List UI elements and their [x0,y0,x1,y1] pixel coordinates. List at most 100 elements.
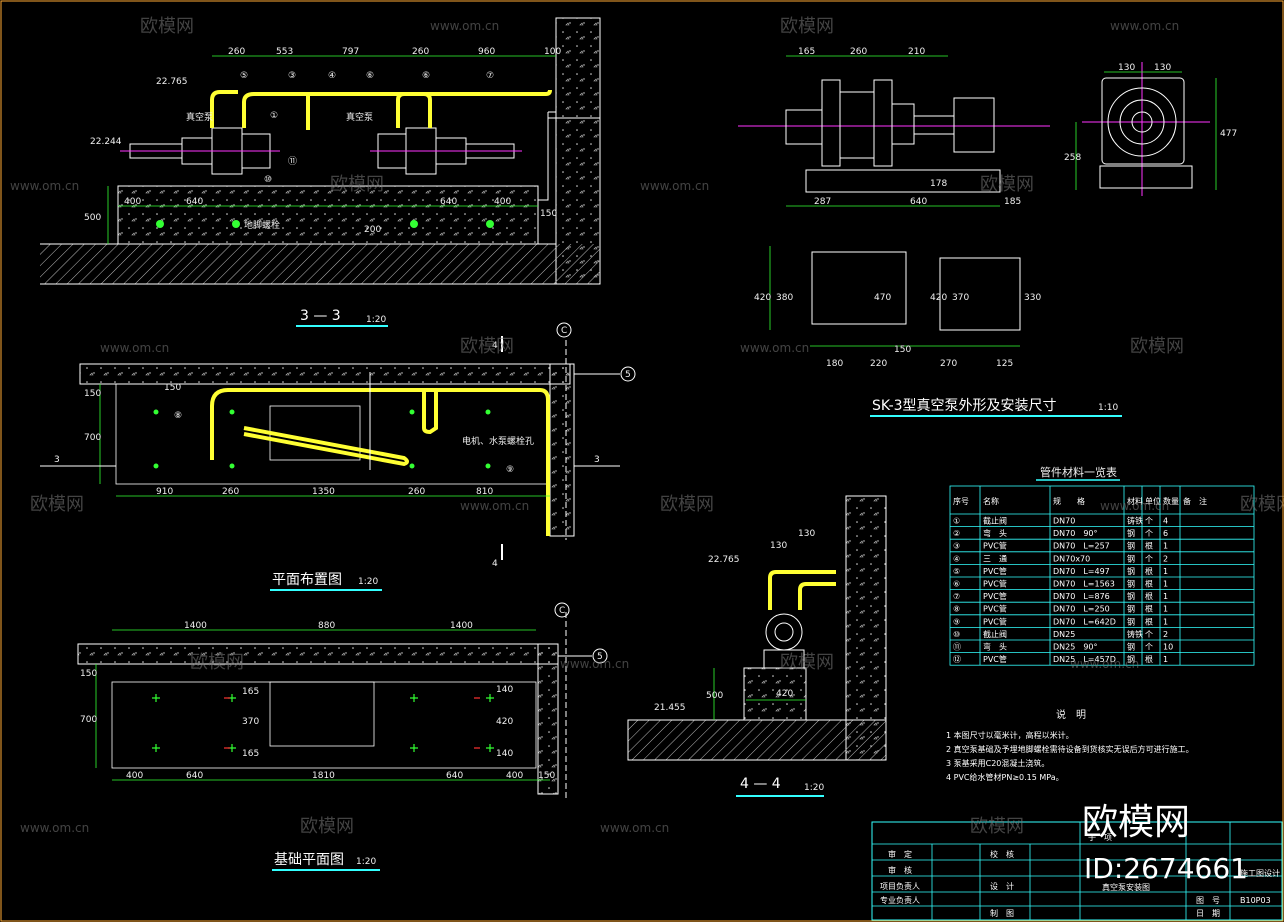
plan-dim-left-150: 150 [84,389,101,399]
materials-cell: DN25 90° [1053,643,1098,652]
materials-cell: 根 [1145,566,1153,576]
materials-cell: DN70 [1053,517,1075,526]
materials-cell: 根 [1145,604,1153,614]
tb-right-top-1: 施工图设计 [1240,868,1280,878]
materials-cell: DN70x70 [1053,554,1090,563]
plan-note: 电机、水泵螺栓孔 [462,435,534,447]
materials-cell: PVC管 [983,566,1007,576]
watermark-site: www.om.cn [10,179,79,193]
materials-cell: 1 [1163,580,1168,589]
pump-plan-dim-0: 180 [826,359,843,369]
pump-dim-bottom-0: 287 [814,197,831,207]
materials-cell: DN70 90° [1053,529,1098,538]
level-3-3-top: 22.765 [156,77,188,87]
section-4-4-level-low: 21.455 [654,703,686,713]
materials-cell: PVC管 [983,604,1007,614]
plan-view: C 5 3 3 4 4 910 260 1350 260 810 150 700… [40,322,636,591]
pump-left [120,127,280,175]
foundation-dim-inner-3: 140 [496,685,513,695]
materials-cell: ⑩ [953,630,960,639]
materials-cell: DN70 L=1563 [1053,580,1115,589]
materials-cell: 截止阀 [983,629,1007,639]
materials-cell: ⑧ [953,605,960,614]
materials-cell: 根 [1145,591,1153,601]
watermark-brand: 欧模网 [300,816,354,837]
plan-dim-0: 910 [156,487,173,497]
section-3-3-scale: 1:20 [366,315,386,325]
watermark-site: www.om.cn [460,499,529,513]
materials-cell: 1 [1163,617,1168,626]
materials-cell: 1 [1163,567,1168,576]
dim-3-3-top-0: 260 [228,47,245,57]
tb-id: ID:2674661 [1084,852,1248,885]
foundation-dim-bottom-1: 640 [186,771,203,781]
foundation-axis-c: C [559,606,565,616]
materials-title: 管件材料一览表 [1040,465,1117,479]
tb-mid-1: 设 计 [990,881,1014,891]
tb-brand: 欧模网 [1082,802,1190,843]
label-anchor-bolt: 地脚螺栓 [244,219,280,231]
materials-cell: 根 [1145,616,1153,626]
materials-cell: ⑫ [953,655,961,664]
note-2: 2 真空泵基础及予埋地脚螺栓需待设备到货核实无误后方可进行施工。 [946,744,1194,754]
watermark-brand: 欧模网 [1130,336,1184,357]
materials-cell: 钢 [1127,553,1135,563]
tb-left-3: 专业负责人 [880,895,920,905]
pump-dim-side-3: 258 [1064,153,1081,163]
watermark-brand: 欧模网 [30,494,84,515]
pump-scale: 1:10 [1098,403,1118,413]
foundation-dim-bottom-4: 400 [506,771,523,781]
materials-header-2: 规 格 [1053,496,1085,506]
materials-cell: 1 [1163,655,1168,664]
materials-cell: PVC管 [983,616,1007,626]
plan-dim-4: 810 [476,487,493,497]
materials-cell: 钢 [1127,528,1135,538]
dim-3-3-top-4: 960 [478,47,495,57]
watermark-site: www.om.cn [740,341,809,355]
materials-cell: 钢 [1127,604,1135,614]
plan-section-mark-4-bottom: 4 [492,559,498,569]
watermark-site: www.om.cn [430,19,499,33]
pump-dim-top-2: 210 [908,47,925,57]
dim-3-3-bottom-3: 400 [494,197,511,207]
materials-cell: 6 [1163,529,1168,538]
materials-cell: 钢 [1127,579,1135,589]
materials-cell: 1 [1163,542,1168,551]
foundation-dim-bottom-3: 640 [446,771,463,781]
pump-plan-dim-3: 270 [940,359,957,369]
plan-axis-c: C [561,326,567,336]
plan-marker-9: ⑨ [506,465,514,475]
materials-header-1: 名称 [983,496,999,506]
marker-3-3-4: ⑥ [422,71,430,81]
foundation-dim-top-1: 880 [318,621,335,631]
foundation-dim-top-2: 1400 [450,621,473,631]
title-block: 审 定 审 核 项目负责人 专业负责人 校 核 设 计 制 图 子 项 施工图设… [871,802,1283,921]
watermark-brand: 欧模网 [970,816,1024,837]
watermark-site: www.om.cn [100,341,169,355]
watermark-brand: 欧模网 [140,16,194,37]
section-4-4-dim-1: 130 [798,529,815,539]
section-4-4-dim-0: 130 [770,541,787,551]
marker-3-3-8: ⑩ [264,175,272,185]
marker-3-3-6: ① [270,111,278,121]
tb-mid-2: 制 图 [990,908,1014,918]
materials-cell: 根 [1145,654,1153,664]
materials-cell: ① [953,517,960,526]
materials-header-3: 材料 [1127,496,1143,506]
plan-section-mark-4-top: 4 [492,341,498,351]
materials-cell: 铸铁 [1127,629,1143,639]
plan-title: 平面布置图 [272,572,342,588]
pump-right [370,127,522,175]
tb-right-label-1: 日 期 [1196,909,1220,918]
pump-dim-178: 178 [930,179,947,189]
materials-cell: ⑤ [953,567,960,576]
materials-cell: ② [953,529,960,538]
watermark-brand: 欧模网 [780,16,834,37]
watermark-site: www.om.cn [600,821,669,835]
pump-detail: 165 260 210 287 640 185 178 130 130 477 … [738,47,1237,417]
pump-dim-top-0: 165 [798,47,815,57]
foundation-dim-bottom-0: 400 [126,771,143,781]
pump-plan-dim-4: 125 [996,359,1013,369]
materials-cell: 根 [1145,541,1153,551]
